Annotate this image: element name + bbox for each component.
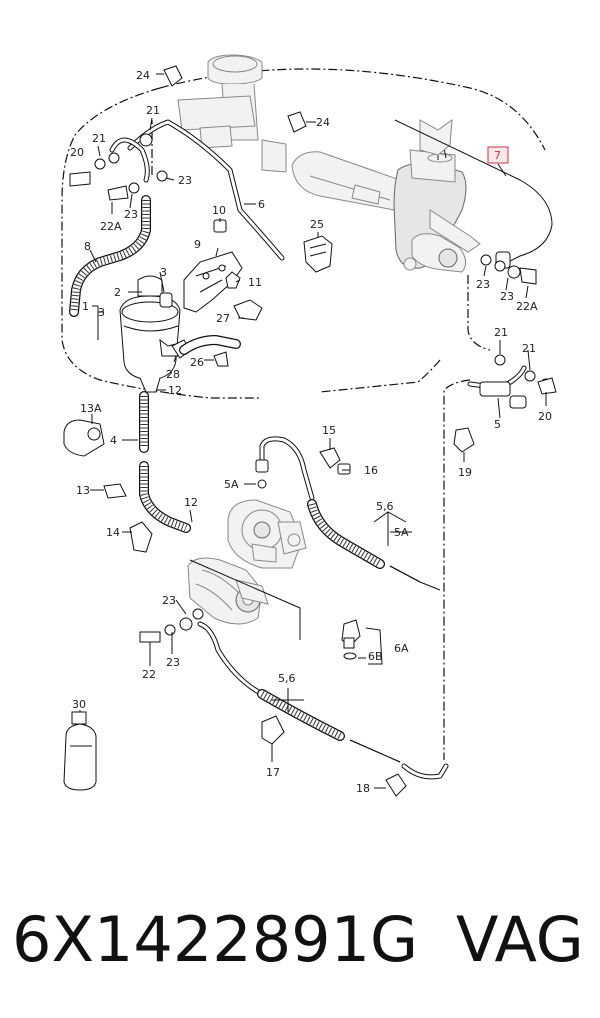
fitting-left-top [69,133,168,201]
callout-label: 12 [184,496,198,509]
callout-label: 3 [160,266,167,279]
steering-rack [177,54,481,273]
callout-label: 20 [70,146,84,159]
callout-7-box [487,146,509,164]
callout-label: 2 [114,286,121,299]
footer: 6X1422891G VAG [0,880,600,1000]
clip-19 [453,427,475,453]
clip-25 [303,235,333,273]
pressure-hose-lower [197,621,449,797]
callout-label: 23 [162,594,176,607]
part-number: 6X1422891G [12,903,419,976]
clip-13a [63,419,105,457]
callout-label: 22A [516,300,538,313]
hose-4 [139,391,191,533]
callout-label: 25 [310,218,324,231]
clip-24-top [163,65,307,133]
callout-label: 17 [266,766,280,779]
callout-label: 5A [224,478,239,491]
callout-label: 21 [92,132,106,145]
sensor-6a [341,619,361,660]
callout-label: 3 [98,306,105,319]
hose-8 [69,137,151,317]
callout-label: 22A [100,220,122,233]
callout-label: 19 [458,466,472,479]
callout-label: 27 [216,312,230,325]
parts-diagram: 24 24 21 21 20 23 22A 23 6 8 10 9 7 25 2… [61,54,557,797]
pipe-6 [127,119,285,261]
callout-label: 21 [522,342,536,355]
callout-label: 23 [178,174,192,187]
reservoir [119,275,181,393]
leader-lines [79,73,547,789]
callout-label: 18 [356,782,370,795]
callout-label: 8 [84,240,91,253]
pump [187,499,307,625]
bolts-lower [139,608,204,660]
callout-label: 6 [258,198,265,211]
fitting-right [467,254,557,409]
callout-label: 21 [146,104,160,117]
callout-label: 11 [248,276,262,289]
callout-label: 5A [394,526,409,539]
callout-label-highlighted: 7 [494,149,501,162]
bracket-9 [183,251,243,313]
callout-label: 24 [136,69,150,82]
callout-label: 26 [190,356,204,369]
callout-label: 1 [82,300,89,313]
callout-label: 13A [80,402,102,415]
clip-13 [103,483,127,499]
brand-name: VAG [456,903,584,976]
callout-label: 23 [500,290,514,303]
callout-labels: 24 24 21 21 20 23 22A 23 6 8 10 9 7 25 2… [70,69,552,795]
callout-label: 9 [194,238,201,251]
callout-label: 12 [168,384,182,397]
callout-label: 5,6 [376,500,394,513]
callout-label: 22 [142,668,156,681]
hose-26 [179,335,241,355]
callout-label: 23 [124,208,138,221]
callout-label: 5,6 [278,672,296,685]
oil-bottle [63,711,97,791]
callout-label: 30 [72,698,86,711]
callout-label: 6B [368,650,383,663]
callout-label: 28 [166,368,180,381]
callout-label: 23 [476,278,490,291]
callout-label: 10 [212,204,226,217]
callout-label: 6A [394,642,409,655]
callout-label: 24 [316,116,330,129]
callout-label: 20 [538,410,552,423]
callout-label: 5 [494,418,501,431]
callout-label: 21 [494,326,508,339]
callout-label: 16 [364,464,378,477]
callout-label: 13 [76,484,90,497]
pump-region-lines [189,559,301,640]
callout-label: 14 [106,526,120,539]
callout-label: 23 [166,656,180,669]
pressure-pipe-upper [255,436,441,591]
callout-label: 15 [322,424,336,437]
callout-label: 4 [110,434,117,447]
clip-14 [129,521,153,553]
